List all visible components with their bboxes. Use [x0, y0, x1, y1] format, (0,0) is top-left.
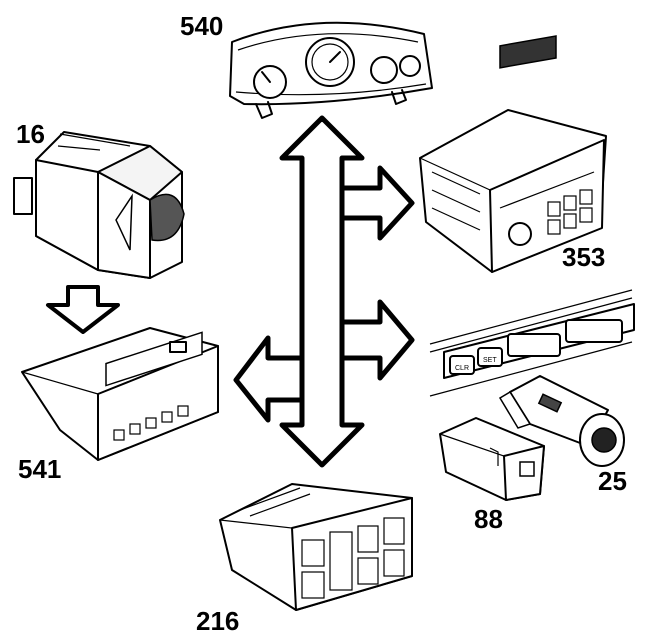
lighter-knob-icon	[591, 427, 617, 453]
set-button[interactable]	[477, 347, 503, 367]
label-541: 541	[18, 454, 61, 484]
label-540: 540	[180, 11, 223, 41]
set-button-label: SET	[483, 357, 497, 364]
left-arrow-display	[233, 335, 305, 423]
label-353: 353	[562, 242, 605, 272]
hazard-triangle-icon	[115, 193, 133, 251]
down-arrow-switch	[46, 285, 120, 334]
switch-module: 16	[13, 119, 185, 279]
label-16: 16	[16, 119, 45, 149]
fog-light-switch: 88	[439, 417, 545, 534]
label-88: 88	[474, 504, 503, 534]
clr-button-label: CLR	[455, 365, 469, 372]
vertical-arrow	[279, 115, 365, 468]
panel-button-right[interactable]	[565, 319, 623, 343]
label-25: 25	[598, 466, 627, 496]
cigarette-lighter: 25	[498, 375, 627, 496]
radio-unit: 353	[419, 35, 607, 273]
volume-knob-icon	[508, 222, 532, 246]
dashboard-panel-strip: CLR SET	[429, 289, 635, 397]
right-arrow-radio	[339, 165, 415, 241]
panel-button-left[interactable]	[507, 333, 561, 357]
right-arrow-panel	[339, 299, 415, 381]
label-216: 216	[196, 606, 239, 636]
climate-control: 216	[196, 483, 413, 636]
connection-arrows	[46, 115, 415, 468]
temp-gauge-icon	[370, 56, 398, 84]
instrument-cluster: 540	[180, 11, 433, 119]
display-unit: 541	[18, 327, 219, 484]
fog-light-icon	[519, 461, 535, 477]
clr-button[interactable]	[449, 355, 475, 375]
